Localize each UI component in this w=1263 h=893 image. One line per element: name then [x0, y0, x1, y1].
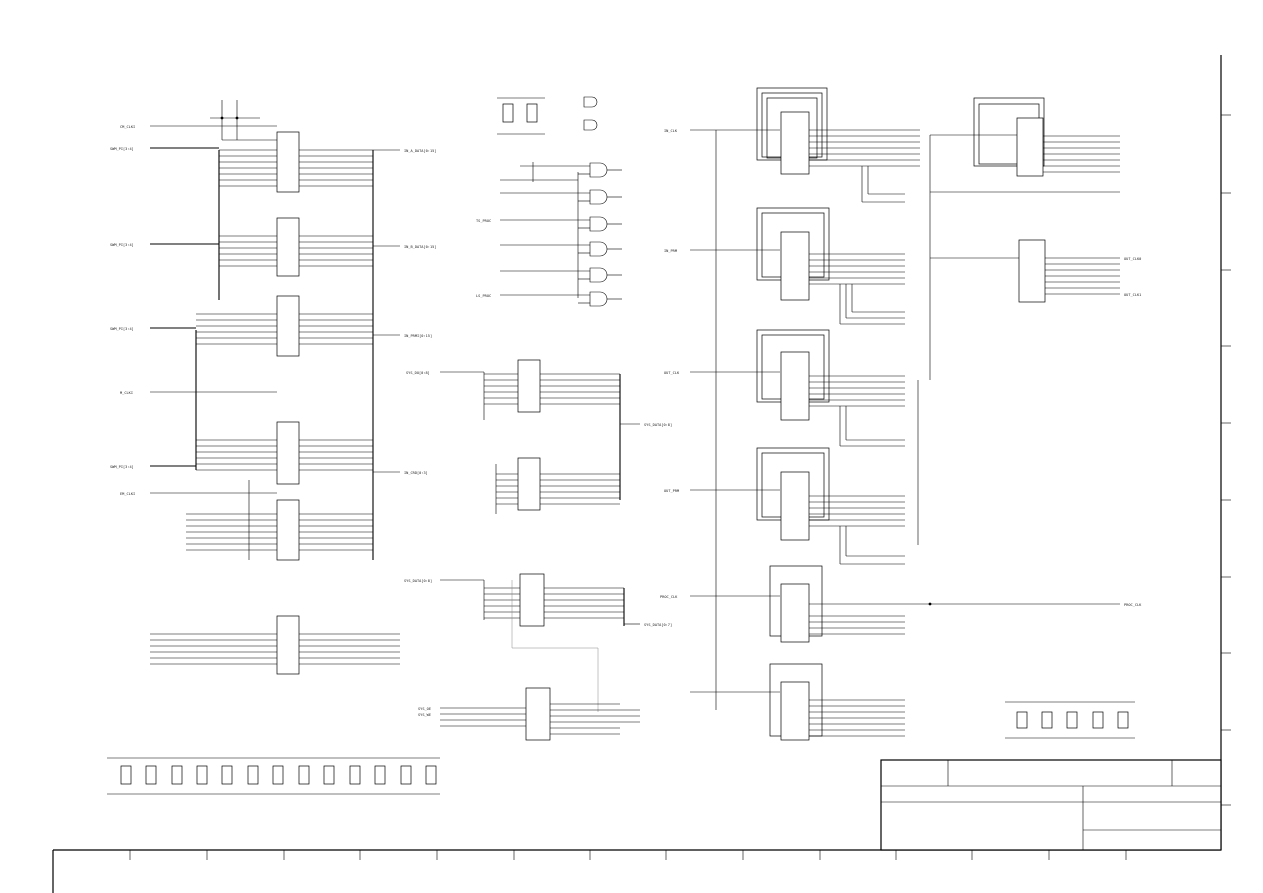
right-zone-ticks: [1221, 114, 1231, 806]
and-gate: [500, 267, 622, 283]
port-label: IN_CLK: [664, 129, 678, 133]
port-label: OUT_PRM: [664, 489, 680, 493]
clock-buffer-chip: [930, 97, 1120, 193]
buffer-chip: [150, 615, 400, 675]
buffer-chip: [440, 359, 621, 500]
port-label: SWM_PI[3:4]: [110, 147, 134, 151]
port-label: SWM_PI[3:4]: [110, 243, 134, 247]
port-label: IN_PRMI[0:15]: [404, 334, 432, 338]
and-gate: [500, 291, 622, 307]
port-label: SWM_PI[3:4]: [110, 327, 134, 331]
decoupling-capacitor-bank: [1005, 701, 1135, 739]
buffer-chip: [495, 457, 620, 514]
buffer-chip: [210, 100, 373, 193]
buffer-chip: [186, 499, 373, 561]
port-label: CM_CLKI: [120, 125, 135, 129]
port-label: PROC_CLK: [1124, 603, 1142, 607]
port-label: SYS_DO[0:8]: [406, 371, 430, 375]
port-label: SYS_DATA[0:7]: [644, 623, 672, 627]
port-label: LS_PROC: [476, 294, 491, 298]
port-label: SYS_OE: [418, 707, 431, 711]
port-label: PROC_CLK: [660, 595, 678, 599]
port-label: IN_B_DATA[0:15]: [404, 245, 436, 249]
left-buffer-group: [150, 100, 400, 675]
decoupling-capacitor-bank: [107, 757, 440, 795]
port-label: IN_PRM: [664, 249, 678, 253]
clock-buffer-chip: [930, 239, 1120, 303]
port-label: OUT_CLK: [664, 371, 680, 375]
and-gate: [500, 241, 622, 257]
right-clock-group: [690, 87, 1135, 741]
buffer-chip: [440, 687, 640, 741]
clock-buffer-chip: [769, 565, 1120, 643]
buffer-chip: [196, 295, 373, 357]
port-label: OUT_CLK1: [1124, 293, 1141, 297]
port-label: IN_CRD[0:3]: [404, 471, 428, 475]
port-label: SYS_DATA[0:8]: [404, 579, 432, 583]
and-gate: [500, 189, 622, 205]
buffer-chip: [440, 573, 640, 712]
bottom-zone-ticks: [129, 850, 1127, 860]
title-block: [880, 759, 1222, 851]
and-gate: [500, 216, 622, 232]
port-label: EM_CLKI: [120, 492, 135, 496]
port-label: SYS_DATA[0:8]: [644, 423, 672, 427]
port-label: SYS_WE: [418, 713, 431, 717]
output-port-labels: IN_A_DATA[0:15] IN_B_DATA[0:15] IN_PRMI[…: [404, 149, 1142, 627]
port-label: IN_A_DATA[0:15]: [404, 149, 436, 153]
clock-buffer-chip: [756, 447, 905, 565]
port-label: M_CLKI: [120, 391, 133, 395]
clock-buffer-chip: [756, 329, 905, 447]
input-port-labels: CM_CLKI SWM_PI[3:4] SWM_PI[3:4] SWM_PI[3…: [110, 125, 680, 717]
buffer-chip: [219, 217, 373, 277]
clock-buffer-chip: [756, 87, 920, 203]
and-gate: [520, 162, 622, 178]
port-label: SWM_PI[3:4]: [110, 465, 134, 469]
middle-logic-group: [440, 96, 640, 741]
port-label: OUT_CLK0: [1124, 257, 1141, 261]
buffer-chip: [196, 421, 373, 485]
clock-buffer-chip: [756, 207, 905, 325]
clock-buffer-chip: [769, 663, 905, 741]
port-label: TS_PROC: [476, 219, 491, 223]
